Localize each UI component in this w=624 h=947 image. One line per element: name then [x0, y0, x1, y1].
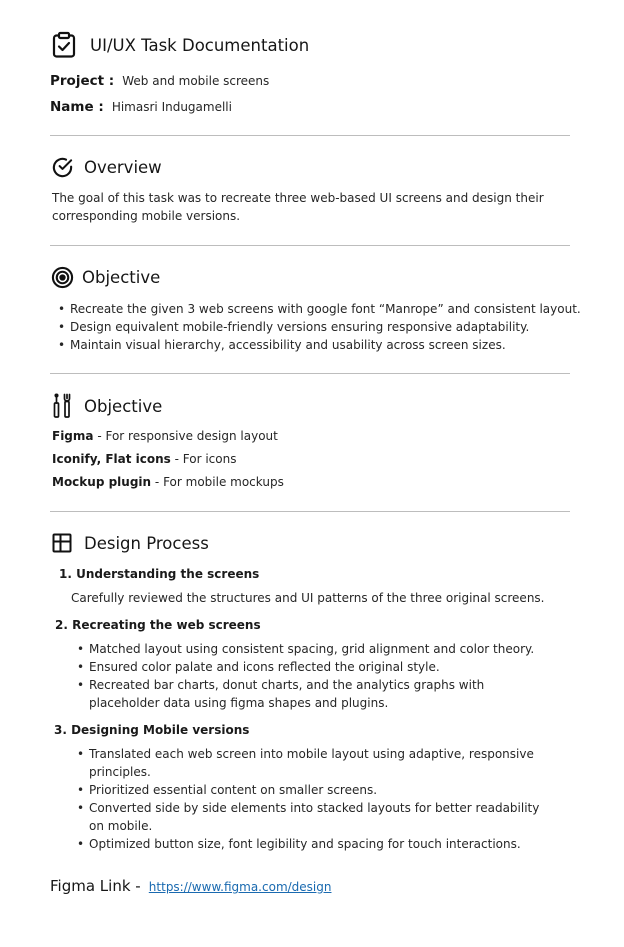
tool-name: Iconify, Flat icons	[52, 452, 171, 466]
overview-header: Overview	[51, 156, 162, 179]
divider	[50, 373, 570, 374]
list-item: Recreated bar charts, donut charts, and …	[71, 676, 551, 712]
tool-description: For icons	[182, 452, 237, 466]
tools-title: Objective	[84, 396, 163, 416]
overview-text: The goal of this task was to recreate th…	[52, 191, 544, 223]
divider	[50, 135, 570, 136]
list-item: Translated each web screen into mobile l…	[71, 745, 551, 781]
objective-header: Objective	[51, 266, 160, 289]
clipboard-check-icon	[50, 31, 78, 59]
list-item: Ensured color palate and icons reflected…	[71, 658, 551, 676]
process-title: Design Process	[84, 533, 209, 553]
divider	[50, 245, 570, 246]
list-item: Mockup plugin - For mobile mockups	[52, 471, 284, 494]
step-title: 2. Recreating the web screens	[55, 618, 261, 632]
tool-description: For mobile mockups	[163, 475, 284, 489]
tool-separator: -	[170, 452, 183, 466]
step-text: Carefully reviewed the structures and UI…	[71, 591, 545, 605]
tools-icon	[53, 393, 71, 419]
list-item: Optimized button size, font legibility a…	[71, 835, 551, 853]
tool-name: Figma	[52, 429, 94, 443]
list-item: Matched layout using consistent spacing,…	[71, 640, 551, 658]
list-item: Maintain visual hierarchy, accessibility…	[52, 336, 581, 354]
list-item: Iconify, Flat icons - For icons	[52, 448, 284, 471]
figma-link-row: Figma Link - https://www.figma.com/desig…	[50, 876, 331, 895]
project-value: Web and mobile screens	[122, 74, 270, 88]
tool-name: Mockup plugin	[52, 475, 152, 489]
overview-title: Overview	[84, 158, 162, 177]
divider	[50, 511, 570, 512]
list-item: Design equivalent mobile-friendly versio…	[52, 318, 581, 336]
layout-icon	[52, 533, 72, 553]
process-header: Design Process	[52, 533, 209, 553]
list-item: Converted side by side elements into sta…	[71, 799, 551, 835]
project-label: Project :	[50, 73, 115, 89]
tool-separator: -	[93, 429, 106, 443]
target-icon	[51, 266, 74, 289]
figma-link-label: Figma Link -	[50, 877, 141, 895]
name-label: Name :	[50, 99, 104, 115]
document-header: UI/UX Task Documentation	[50, 31, 309, 59]
figma-link[interactable]: https://www.figma.com/design	[148, 880, 332, 894]
objective-list: Recreate the given 3 web screens with go…	[52, 300, 581, 354]
name-value: Himasri Indugamelli	[111, 100, 232, 114]
step-title: 3. Designing Mobile versions	[54, 723, 250, 737]
tools-header: Objective	[53, 393, 162, 419]
page-title: UI/UX Task Documentation	[90, 35, 310, 55]
list-item: Figma - For responsive design layout	[52, 425, 284, 448]
project-row: Project : Web and mobile screens	[50, 70, 269, 89]
step-list: Matched layout using consistent spacing,…	[71, 640, 551, 712]
name-row: Name : Himasri Indugamelli	[50, 96, 232, 115]
list-item: Prioritized essential content on smaller…	[71, 781, 551, 799]
objective-title: Objective	[82, 268, 161, 287]
check-circle-icon	[51, 156, 74, 179]
tools-list: Figma - For responsive design layout Ico…	[52, 425, 284, 494]
list-item: Recreate the given 3 web screens with go…	[52, 300, 581, 318]
tool-description: For responsive design layout	[105, 429, 278, 443]
step-title: 1. Understanding the screens	[59, 567, 260, 581]
tool-separator: -	[151, 475, 164, 489]
step-list: Translated each web screen into mobile l…	[71, 745, 551, 853]
